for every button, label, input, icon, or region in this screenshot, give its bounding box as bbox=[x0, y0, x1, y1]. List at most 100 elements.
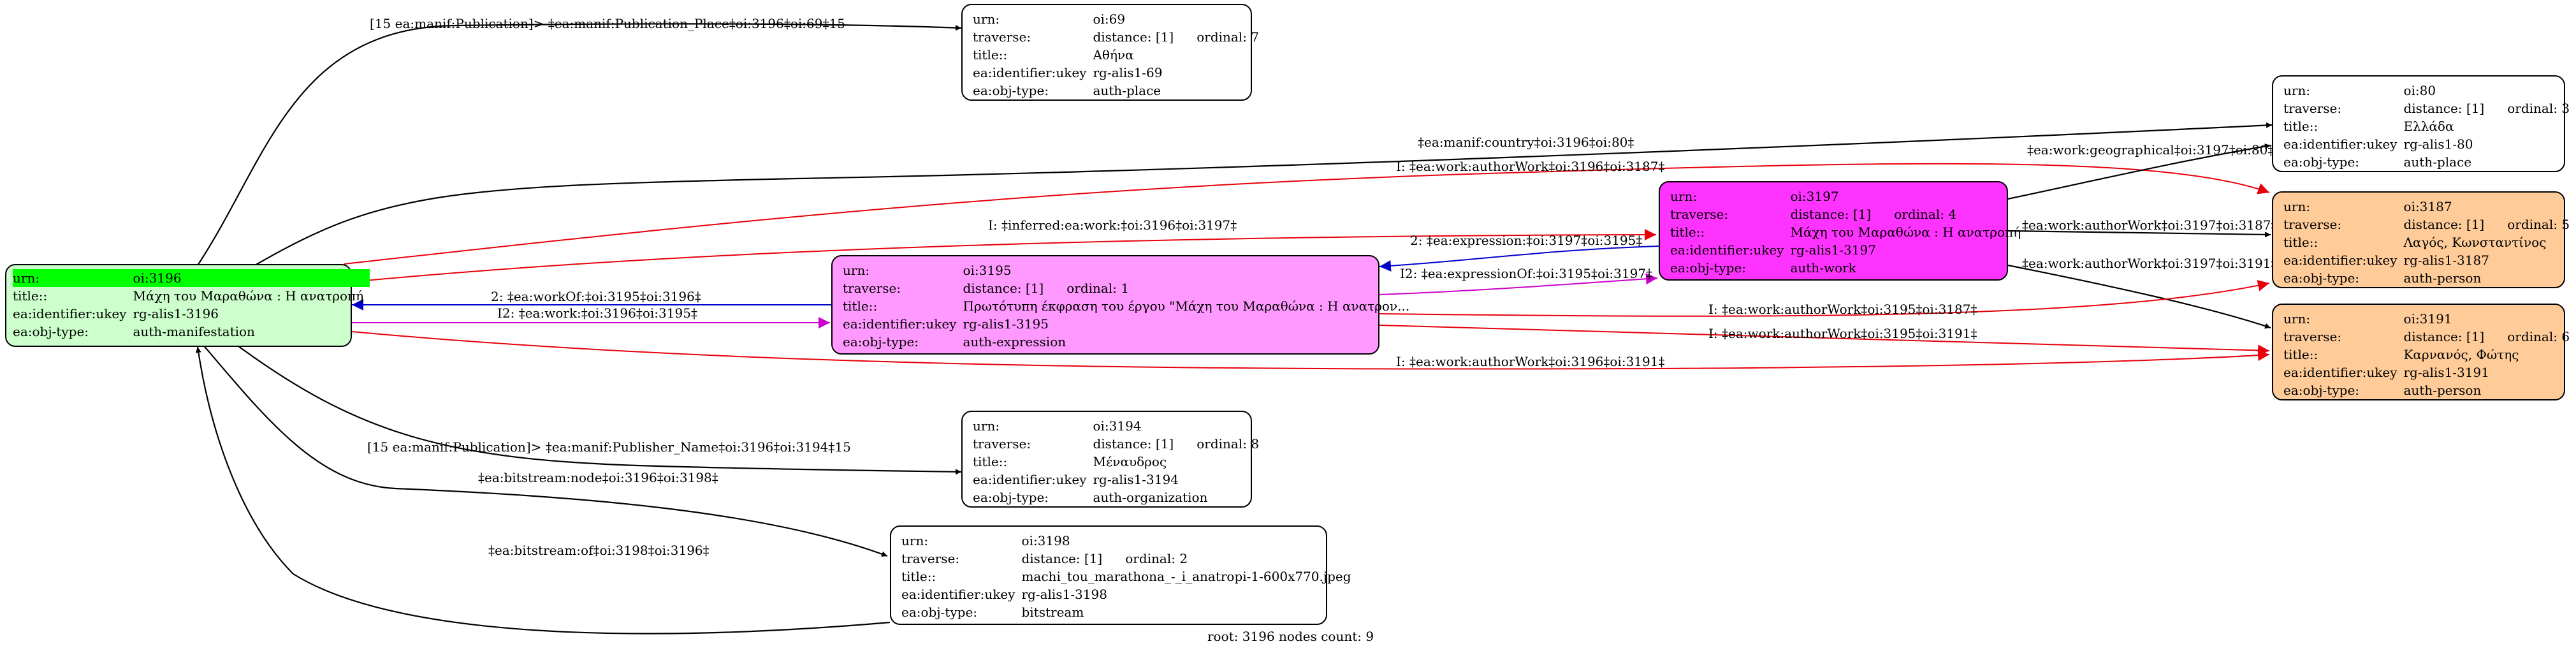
ordinal-text: ordinal: 3 bbox=[2507, 101, 2570, 116]
edge-publisher[interactable] bbox=[235, 344, 962, 475]
edge-bitstream-node[interactable] bbox=[202, 344, 888, 557]
field-value-urn: oi:3187 bbox=[2403, 199, 2452, 214]
field-value-title: Μέναυδρος bbox=[1093, 454, 1167, 469]
field-label-identifier: ea:identifier:ukey bbox=[2283, 365, 2398, 380]
ordinal-text: ordinal: 4 bbox=[1894, 207, 1957, 222]
field-label-identifier: ea:identifier:ukey bbox=[901, 587, 1015, 602]
field-label-identifier: ea:identifier:ukey bbox=[1670, 242, 1784, 258]
edge-label-3195-3191: I: ‡ea:work:authorWork‡oi:3195‡oi:3191‡ bbox=[1708, 326, 1977, 341]
ordinal-text: ordinal: 1 bbox=[1066, 281, 1130, 296]
distance-text: distance: [1] bbox=[1093, 29, 1174, 45]
field-value-objtype: auth-organization bbox=[1093, 490, 1208, 505]
field-value-urn: oi:3198 bbox=[1021, 533, 1070, 548]
field-label-objtype: ea:obj-type: bbox=[2283, 383, 2360, 398]
field-value-objtype: auth-work bbox=[1790, 260, 1856, 275]
field-label-title: title:: bbox=[2283, 347, 2318, 362]
node-oi-3191[interactable]: urn:oi:3191 traverse:distance: [1]ordina… bbox=[2272, 304, 2570, 400]
node-oi-3187[interactable]: urn:oi:3187 traverse:distance: [1]ordina… bbox=[2272, 191, 2570, 288]
field-label-traverse: traverse: bbox=[901, 551, 960, 566]
edge-label-bitstream-node: ‡ea:bitstream:node‡oi:3196‡oi:3198‡ bbox=[478, 470, 718, 485]
edge-3195-3187[interactable] bbox=[1379, 279, 2270, 317]
field-value-traverse: distance: [1] ordinal: 3 bbox=[2403, 99, 2576, 117]
field-label-urn: urn: bbox=[1670, 189, 1698, 204]
field-label-objtype: ea:obj-type: bbox=[901, 605, 978, 620]
field-label-traverse: traverse: bbox=[973, 29, 1031, 45]
edge-publication-place[interactable] bbox=[197, 23, 962, 266]
field-value-traverse: distance: [1]ordinal: 7 bbox=[1093, 28, 1265, 46]
field-value-title: Μάχη του Μαραθώνα : Η ανατροπή bbox=[1790, 224, 2021, 240]
field-value-identifier: rg-alis1-3195 bbox=[963, 316, 1049, 332]
field-value-identifier: rg-alis1-80 bbox=[2403, 136, 2473, 152]
field-value-identifier: rg-alis1-3196 bbox=[133, 306, 219, 321]
field-label-title: title:: bbox=[1670, 224, 1705, 240]
field-label-traverse: traverse: bbox=[843, 281, 901, 296]
ordinal-text: ordinal: 5 bbox=[2507, 217, 2570, 232]
field-value-objtype: auth-place bbox=[2403, 154, 2472, 170]
field-label-urn: urn: bbox=[901, 533, 929, 548]
field-value-identifier: rg-alis1-3198 bbox=[1021, 587, 1107, 602]
node-fields: urn:oi:3191 traverse:distance: [1]ordina… bbox=[2283, 310, 2576, 399]
field-label-title: title:: bbox=[973, 454, 1008, 469]
field-value-title: Ελλάδα bbox=[2403, 119, 2454, 134]
field-value-urn: oi:3194 bbox=[1093, 418, 1142, 434]
distance-text: distance: [1] bbox=[2403, 101, 2485, 116]
edge-label-geographical: ‡ea:work:geographical‡oi:3197‡oi:80‡ bbox=[2027, 142, 2274, 158]
field-value-identifier: rg-alis1-3197 bbox=[1790, 242, 1876, 258]
field-value-objtype: auth-person bbox=[2403, 383, 2482, 398]
ordinal-text: ordinal: 8 bbox=[1197, 436, 1260, 451]
field-label-traverse: traverse: bbox=[973, 436, 1031, 451]
field-label-identifier: ea:identifier:ukey bbox=[13, 306, 127, 321]
edge-expressionof[interactable] bbox=[1379, 273, 1658, 295]
field-value-traverse: distance: [1] ordinal: 5 bbox=[2403, 216, 2576, 233]
edge-authorwork-3187[interactable] bbox=[344, 163, 2270, 265]
edge-country[interactable] bbox=[254, 122, 2273, 266]
field-label-urn: urn: bbox=[2283, 83, 2311, 98]
distance-text: distance: [1] bbox=[1021, 551, 1103, 566]
node-oi-3194[interactable]: urn:oi:3194 traverse:distance: [1]ordina… bbox=[961, 411, 1259, 508]
distance-text: distance: [1] bbox=[2403, 217, 2485, 232]
node-oi-3197[interactable]: urn:oi:3197 traverse:distance: [1]ordina… bbox=[1659, 181, 2021, 281]
field-label-urn: urn: bbox=[13, 269, 133, 287]
edge-work[interactable] bbox=[351, 317, 831, 329]
field-value-urn: oi:3196 bbox=[133, 269, 370, 287]
edge-geographical[interactable] bbox=[2007, 143, 2271, 200]
node-oi-3195[interactable]: urn:oi:3195 traverse:distance: [1]ordina… bbox=[831, 255, 1409, 355]
field-value-objtype: auth-manifestation bbox=[133, 324, 255, 339]
field-label-title: title:: bbox=[2283, 119, 2318, 134]
edge-label-expression: 2: ‡ea:expression:‡oi:3197‡oi:3195‡ bbox=[1410, 233, 1642, 248]
edge-3197-3187[interactable] bbox=[2007, 230, 2271, 238]
field-label-objtype: ea:obj-type: bbox=[2283, 270, 2360, 286]
edge-label-publisher: [15 ea:manif:Publication]> ‡ea:manif:Pub… bbox=[367, 439, 851, 455]
edge-3196-3191[interactable] bbox=[351, 331, 2270, 370]
field-value-urn: oi:80 bbox=[2403, 83, 2436, 98]
edge-3197-3191[interactable] bbox=[2007, 264, 2271, 329]
node-fields: urn:oi:3197 traverse:distance: [1]ordina… bbox=[1670, 187, 2027, 277]
field-label-urn: urn: bbox=[973, 418, 1000, 434]
edge-workof[interactable] bbox=[351, 298, 832, 311]
field-label-objtype: ea:obj-type: bbox=[13, 324, 89, 339]
edge-label-authorwork-3187: I: ‡ea:work:authorWork‡oi:3196‡oi:3187‡ bbox=[1396, 159, 1664, 174]
field-label-identifier: ea:identifier:ukey bbox=[2283, 253, 2398, 268]
edge-label-3195-3187: I: ‡ea:work:authorWork‡oi:3195‡oi:3187‡ bbox=[1708, 302, 1977, 317]
edge-expression[interactable] bbox=[1379, 246, 1659, 272]
field-value-identifier: rg-alis1-3191 bbox=[2403, 365, 2489, 380]
field-value-objtype: auth-expression bbox=[963, 334, 1066, 349]
node-fields: urn:oi:3194 traverse:distance: [1]ordina… bbox=[973, 417, 1265, 506]
node-fields: urn: oi:3196 title:: Μάχη του Μαραθώνα :… bbox=[13, 269, 370, 341]
field-label-objtype: ea:obj-type: bbox=[2283, 154, 2360, 170]
node-oi-3198[interactable]: urn:oi:3198 traverse:distance: [1]ordina… bbox=[890, 525, 1351, 625]
node-fields: urn:oi:80 traverse:distance: [1]ordinal:… bbox=[2283, 82, 2576, 171]
node-oi-69[interactable]: urn:oi:69 traverse:distance: [1]ordinal:… bbox=[961, 4, 1259, 101]
node-oi-3196[interactable]: urn: oi:3196 title:: Μάχη του Μαραθώνα :… bbox=[5, 264, 370, 347]
field-label-objtype: ea:obj-type: bbox=[973, 490, 1049, 505]
edge-inferred-work[interactable] bbox=[351, 229, 1657, 282]
field-value-title: Καρνανός, Φώτης bbox=[2403, 347, 2519, 362]
edge-label-3197-3191: ‡ea:work:authorWork‡oi:3197‡oi:3191‡ bbox=[2022, 256, 2277, 271]
field-label-identifier: ea:identifier:ukey bbox=[2283, 136, 2398, 152]
edge-bitstream-of[interactable] bbox=[195, 346, 891, 635]
ordinal-text: ordinal: 6 bbox=[2507, 329, 2570, 344]
node-oi-80[interactable]: urn:oi:80 traverse:distance: [1]ordinal:… bbox=[2272, 75, 2570, 172]
field-label-traverse: traverse: bbox=[2283, 217, 2342, 232]
edge-label-country: ‡ea:manif:country‡oi:3196‡oi:80‡ bbox=[1418, 135, 1634, 150]
field-value-title: Πρωτότυπη έκφραση του έργου "Μάχη του Μα… bbox=[963, 298, 1410, 314]
